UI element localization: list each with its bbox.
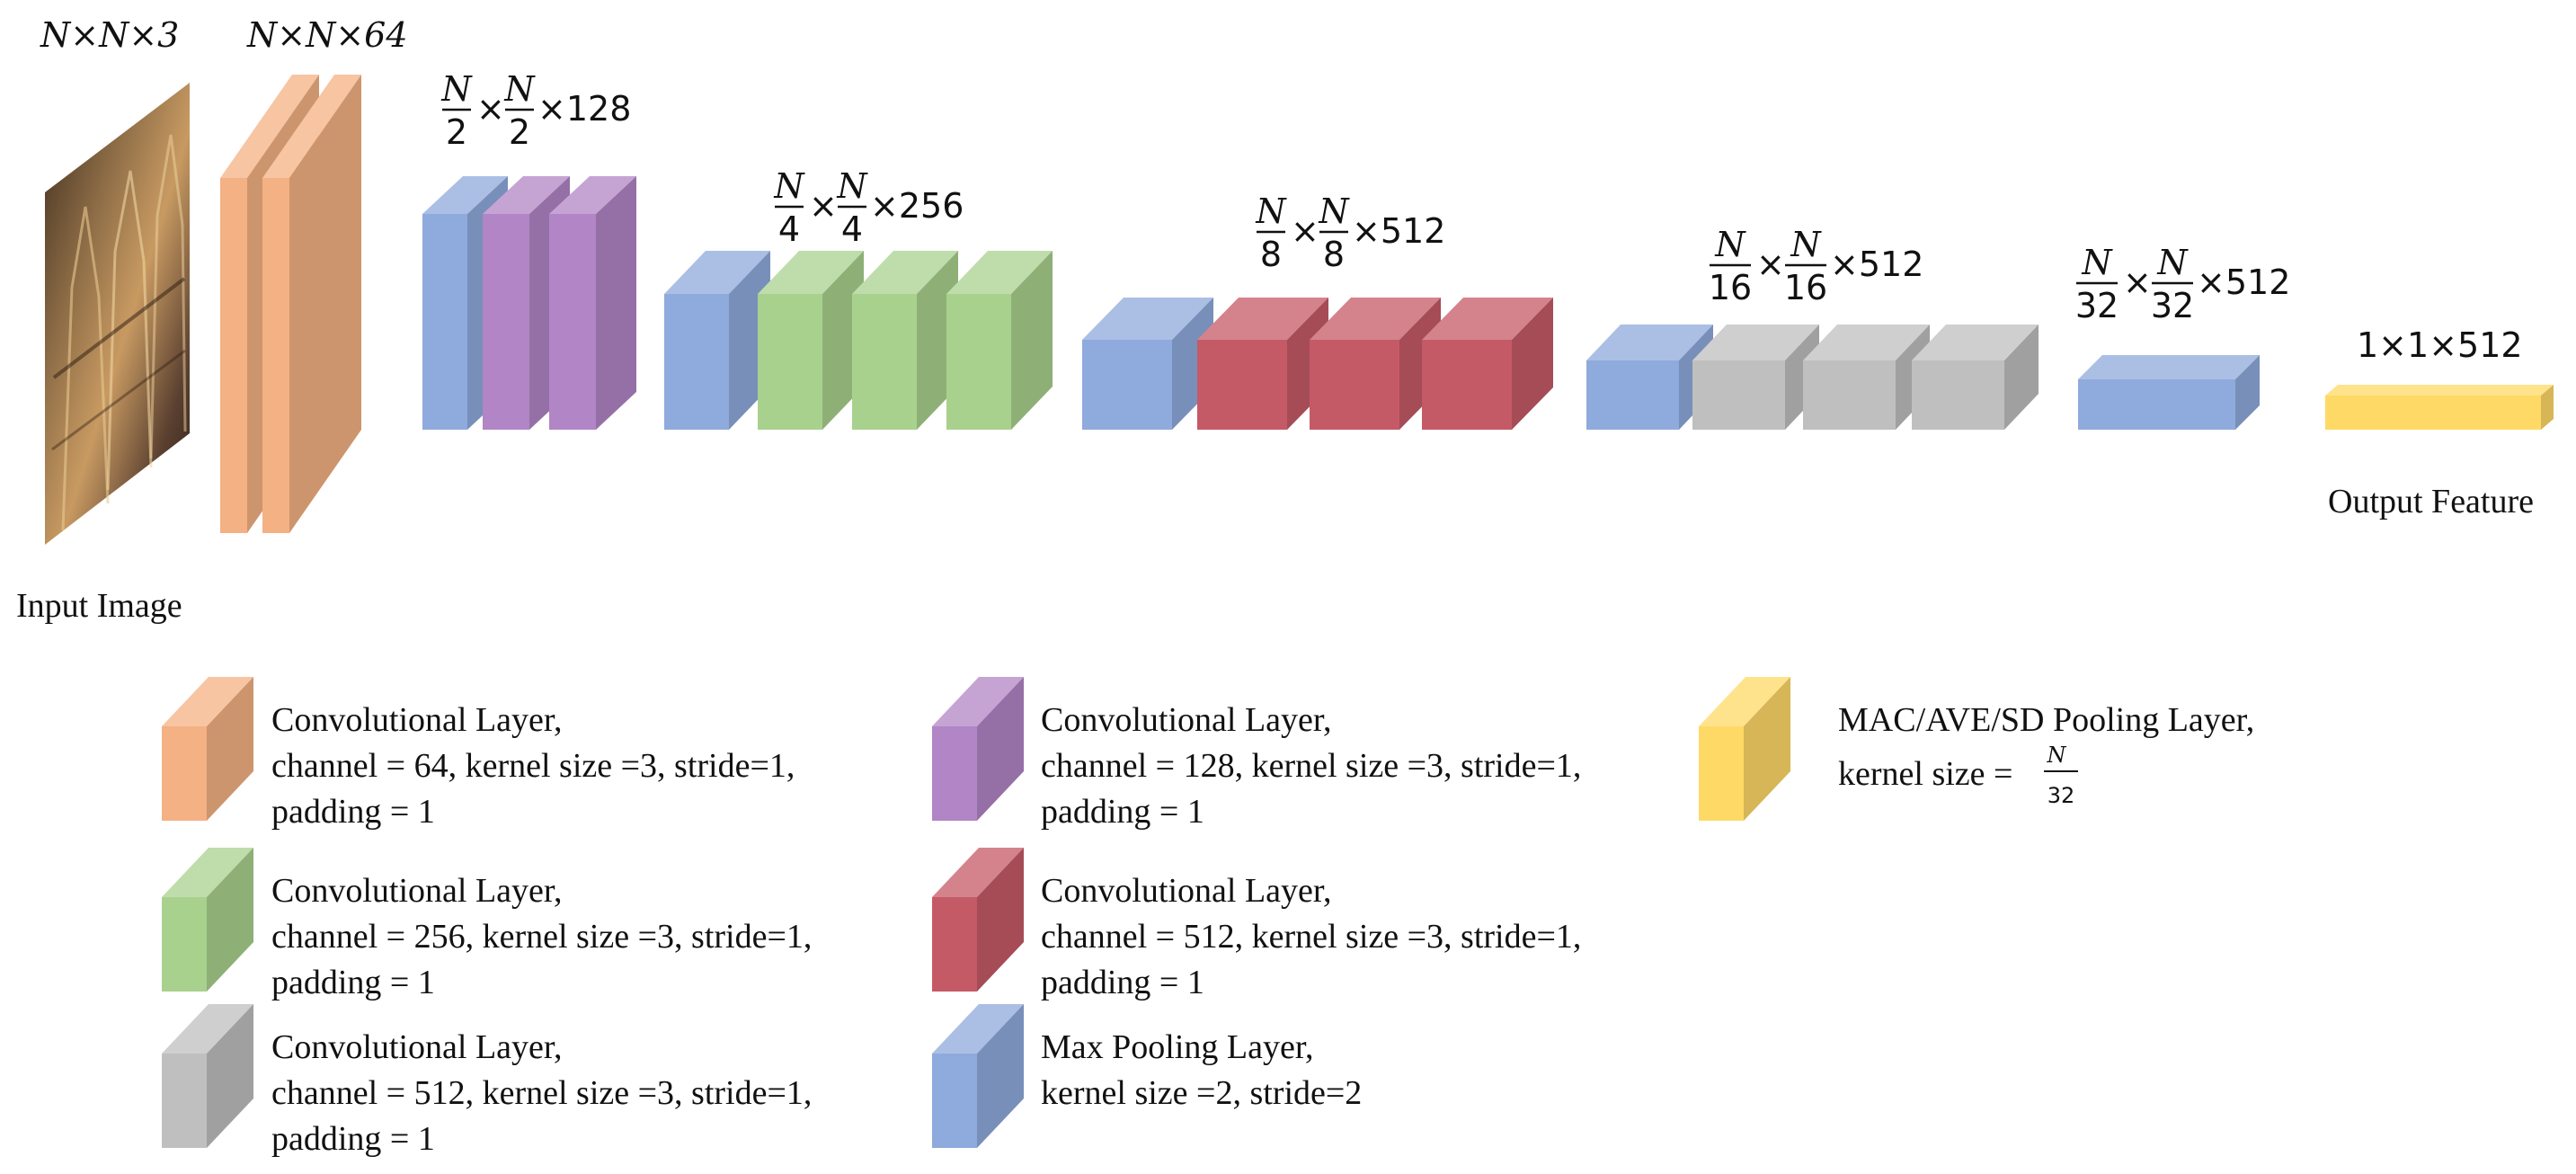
fraction-denominator: 2: [509, 112, 530, 152]
svg-text:Convolutional Layer,: Convolutional Layer,: [271, 1028, 563, 1066]
fraction-numerator: N: [1790, 225, 1822, 264]
maxpool-block: [1082, 298, 1213, 430]
input-dims-label: N×N×3: [40, 15, 179, 55]
svg-text:padding = 1: padding = 1: [1041, 964, 1204, 1001]
conv64-dims-label: N×N×64: [246, 15, 408, 55]
stage6-dims-label: N32×N32×512: [2075, 243, 2291, 325]
fraction-numerator: N: [1255, 191, 1287, 231]
fraction-numerator: N: [773, 166, 805, 206]
fraction-denominator: 2: [446, 112, 467, 152]
svg-text:channel = 64, kernel size =3,: channel = 64, kernel size =3, stride=1,: [271, 747, 795, 785]
output-dims-label: 1×1×512: [2357, 325, 2523, 365]
legend-conv512-red: Convolutional Layer, channel = 512, kern…: [1041, 872, 1581, 1001]
fraction-denominator: 8: [1323, 235, 1345, 274]
fraction-numerator: N: [1714, 225, 1746, 264]
fraction-denominator: 4: [778, 209, 800, 249]
maxpool-block: [2078, 355, 2260, 430]
svg-text:Max Pooling Layer,: Max Pooling Layer,: [1041, 1028, 1313, 1066]
input-image-caption: Input Image: [16, 587, 182, 625]
svg-text:×: ×: [1291, 211, 1319, 251]
conv512-gray-block: [1803, 325, 1930, 430]
fraction-numerator: N: [503, 69, 536, 109]
output-feature-caption: Output Feature: [2328, 483, 2534, 520]
stage3-dims-label: N4×N4×256: [773, 166, 964, 249]
legend-conv512-gray: Convolutional Layer, channel = 512, kern…: [271, 1028, 812, 1158]
layer-blocks: [220, 75, 2554, 533]
svg-text:32: 32: [2047, 783, 2075, 808]
svg-text:Convolutional Layer,: Convolutional Layer,: [271, 872, 563, 910]
dims-suffix: ×256: [870, 186, 964, 226]
conv256-block: [758, 251, 864, 430]
legend-conv64: Convolutional Layer, channel = 64, kerne…: [271, 701, 795, 831]
legend-icons: [162, 677, 1790, 1148]
dims-suffix: ×512: [2197, 262, 2290, 302]
svg-text:N×N×3: N×N×3: [40, 15, 179, 55]
svg-text:N: N: [2047, 743, 2067, 768]
svg-text:Convolutional Layer,: Convolutional Layer,: [271, 701, 563, 739]
svg-text:channel = 128, kernel size =3,: channel = 128, kernel size =3, stride=1,: [1041, 747, 1581, 785]
svg-text:channel = 256, kernel size =3,: channel = 256, kernel size =3, stride=1,: [271, 918, 812, 956]
legend-conv256-icon: [162, 848, 253, 992]
svg-text:1×1×512: 1×1×512: [2357, 325, 2523, 365]
fraction-denominator: 4: [841, 209, 863, 249]
conv256-block: [946, 251, 1053, 430]
conv256-block: [852, 251, 958, 430]
conv512-red-block: [1197, 298, 1328, 430]
stage4-dims-label: N8×N8×512: [1255, 191, 1445, 274]
fraction-denominator: 32: [2075, 286, 2119, 325]
legend-conv512-gray-icon: [162, 1004, 253, 1148]
legend-conv256: Convolutional Layer, channel = 256, kern…: [271, 872, 812, 1001]
fraction-denominator: 8: [1260, 235, 1282, 274]
legend-pool-output-icon: [1699, 677, 1790, 821]
stage2-dims-label: N2×N2×128: [440, 69, 631, 152]
svg-text:padding = 1: padding = 1: [271, 793, 435, 831]
dims-suffix: ×512: [1830, 245, 1923, 284]
legend-maxpool: Max Pooling Layer, kernel size =2, strid…: [1041, 1028, 1362, 1112]
svg-text:channel = 512, kernel size =3,: channel = 512, kernel size =3, stride=1,: [271, 1074, 812, 1112]
fraction-denominator: 16: [1709, 268, 1752, 307]
svg-text:padding = 1: padding = 1: [271, 1120, 435, 1158]
fraction-denominator: 32: [2151, 286, 2194, 325]
svg-text:N×N×64: N×N×64: [246, 15, 408, 55]
conv512-gray-block: [1912, 325, 2039, 430]
svg-text:channel = 512, kernel size =3,: channel = 512, kernel size =3, stride=1,: [1041, 918, 1581, 956]
legend-conv128: Convolutional Layer, channel = 128, kern…: [1041, 701, 1581, 831]
svg-text:×: ×: [809, 186, 838, 226]
fraction-numerator: N: [2156, 243, 2189, 282]
fraction-numerator: N: [2081, 243, 2113, 282]
fraction-numerator: N: [836, 166, 868, 206]
legend-conv512-red-icon: [932, 848, 1024, 992]
conv512-gray-block: [1692, 325, 1819, 430]
svg-text:kernel size =2, stride=2: kernel size =2, stride=2: [1041, 1074, 1362, 1112]
svg-text:×: ×: [476, 89, 505, 129]
fraction-denominator: 16: [1784, 268, 1827, 307]
svg-text:MAC/AVE/SD Pooling Layer,: MAC/AVE/SD Pooling Layer,: [1838, 701, 2254, 739]
legend-pool-output: MAC/AVE/SD Pooling Layer, kernel size = …: [1838, 701, 2254, 808]
dims-suffix: ×128: [537, 89, 631, 129]
maxpool-block: [664, 251, 770, 430]
svg-text:×: ×: [1756, 245, 1785, 284]
fraction-numerator: N: [440, 69, 473, 109]
svg-text:×: ×: [2123, 262, 2152, 302]
svg-text:padding = 1: padding = 1: [271, 964, 435, 1001]
conv512-red-block: [1422, 298, 1553, 430]
output-pool-block: [2325, 385, 2554, 430]
conv64-block: [262, 75, 361, 533]
input-image: [45, 83, 190, 545]
conv128-block: [549, 176, 636, 430]
svg-text:Convolutional Layer,: Convolutional Layer,: [1041, 872, 1332, 910]
svg-text:kernel size =: kernel size =: [1838, 755, 2012, 793]
dims-suffix: ×512: [1352, 211, 1445, 251]
fraction-numerator: N: [1318, 191, 1350, 231]
legend-conv64-icon: [162, 677, 253, 821]
legend-maxpool-icon: [932, 1004, 1024, 1148]
stage5-dims-label: N16×N16×512: [1709, 225, 1924, 307]
legend-conv128-icon: [932, 677, 1024, 821]
svg-text:padding = 1: padding = 1: [1041, 793, 1204, 831]
conv512-red-block: [1310, 298, 1441, 430]
svg-text:Convolutional Layer,: Convolutional Layer,: [1041, 701, 1332, 739]
